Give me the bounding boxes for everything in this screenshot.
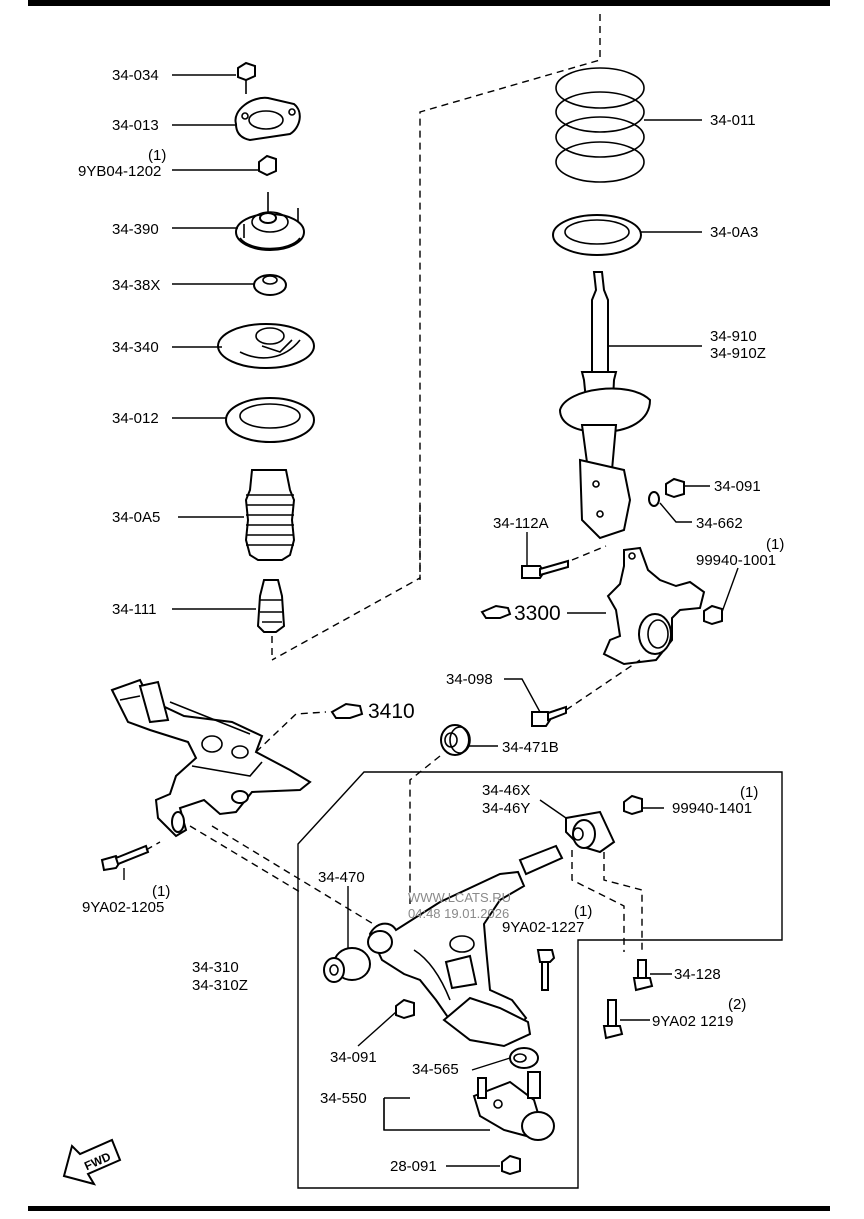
- label-34-013: 34-013: [112, 117, 159, 134]
- lower-arm-group-frame: [297, 771, 783, 1189]
- part-34-390-mount[interactable]: [235, 192, 305, 251]
- label-9ya02-1227-qty: (1): [574, 903, 592, 920]
- label-9ya02-1227: 9YA02-1227: [502, 919, 584, 936]
- part-34-340-seat[interactable]: [217, 323, 315, 369]
- top-border: [28, 0, 830, 6]
- label-9yb04-1202: 9YB04-1202: [78, 163, 161, 180]
- label-34-034: 34-034: [112, 67, 159, 84]
- label-34-310: 34-310: [192, 959, 239, 976]
- label-34-662: 34-662: [696, 515, 743, 532]
- part-3410-crossmember[interactable]: [110, 678, 312, 838]
- label-34-091-bottom: 34-091: [330, 1049, 377, 1066]
- part-34-470-bushing[interactable]: [323, 947, 371, 983]
- part-9yb04-1202-nut[interactable]: [258, 154, 277, 177]
- part-99940-1401-nut[interactable]: [623, 794, 643, 816]
- part-34-46x-bushing[interactable]: [565, 810, 616, 854]
- part-34-550-ball-joint[interactable]: [472, 1071, 555, 1141]
- label-34-565: 34-565: [412, 1061, 459, 1078]
- part-34-310-lower-arm[interactable]: [367, 844, 564, 1048]
- watermark-site: WWW.LCATS.RU: [408, 890, 511, 905]
- label-28-091: 28-091: [390, 1158, 437, 1175]
- label-9ya02-1205: 9YA02-1205: [82, 899, 164, 916]
- part-34-38x-bushing[interactable]: [253, 274, 287, 296]
- label-34-550: 34-550: [320, 1090, 367, 1107]
- label-34-471b: 34-471B: [502, 739, 559, 756]
- label-99940-1001: 99940-1001: [696, 552, 776, 569]
- part-34-013-plate[interactable]: [234, 96, 301, 142]
- callout-labels: 34-034 34-013 (1) 9YB04-1202 34-390 34-3…: [78, 67, 784, 1175]
- label-3410: 3410: [368, 700, 415, 723]
- part-9ya02-1219-bolt[interactable]: [602, 999, 624, 1040]
- label-9ya02-1205-qty: (1): [152, 883, 170, 900]
- label-34-012: 34-012: [112, 410, 159, 427]
- part-34-0a3-insulator[interactable]: [552, 214, 642, 256]
- label-34-38x: 34-38X: [112, 277, 160, 294]
- label-3300: 3300: [514, 602, 561, 625]
- label-34-011: 34-011: [710, 112, 756, 129]
- pointing-hand-icon: [480, 604, 512, 619]
- label-99940-1401: 99940-1401: [672, 800, 752, 817]
- label-34-091-top: 34-091: [714, 478, 761, 495]
- part-34-128-bolt[interactable]: [632, 959, 654, 992]
- label-34-0a3: 34-0A3: [710, 224, 758, 241]
- label-34-310z: 34-310Z: [192, 977, 248, 994]
- label-34-470: 34-470: [318, 869, 365, 886]
- label-34-128: 34-128: [674, 966, 721, 983]
- part-3300-knuckle[interactable]: [602, 546, 706, 666]
- part-34-098-bolt[interactable]: [531, 705, 567, 727]
- label-9ya02-1219-qty: (2): [728, 996, 746, 1013]
- part-34-0a5-boot[interactable]: [244, 469, 296, 561]
- part-34-091-nut-bottom[interactable]: [395, 998, 415, 1020]
- part-9ya02-1227-bolt[interactable]: [536, 949, 556, 991]
- label-34-390: 34-390: [112, 221, 159, 238]
- part-34-471b-washer[interactable]: [440, 724, 471, 756]
- label-34-0a5: 34-0A5: [112, 509, 160, 526]
- label-99940-1001-qty: (1): [766, 536, 784, 553]
- fwd-arrow-icon: FWD: [62, 1138, 122, 1186]
- part-34-112a-bolt[interactable]: [521, 559, 569, 579]
- label-9ya02-1219: 9YA02 1219: [652, 1013, 733, 1030]
- label-34-46x: 34-46X: [482, 782, 530, 799]
- label-34-46y: 34-46Y: [482, 800, 530, 817]
- label-99940-1401-qty: (1): [740, 784, 758, 801]
- part-34-565-washer[interactable]: [509, 1047, 539, 1069]
- label-34-111: 34-111: [112, 601, 156, 618]
- bottom-border: [28, 1206, 830, 1211]
- label-34-098: 34-098: [446, 671, 493, 688]
- part-34-662-washer[interactable]: [648, 491, 660, 507]
- part-28-091-nut[interactable]: [501, 1154, 521, 1176]
- part-99940-1001-nut[interactable]: [703, 604, 723, 626]
- pointing-hand-icon: [330, 702, 364, 719]
- part-34-091-nut-top[interactable]: [665, 477, 685, 499]
- part-34-910-strut[interactable]: [558, 271, 652, 540]
- part-34-034-nut[interactable]: [237, 61, 256, 94]
- label-34-340: 34-340: [112, 339, 159, 356]
- watermark-time: 04:48 19.01.2026: [408, 906, 509, 921]
- part-9ya02-1205-bolt[interactable]: [100, 844, 150, 872]
- part-34-111-bump-stop[interactable]: [256, 579, 286, 633]
- label-34-910z: 34-910Z: [710, 345, 766, 362]
- part-34-012-ring[interactable]: [225, 397, 315, 443]
- part-34-011-coil-spring[interactable]: [555, 67, 645, 183]
- label-34-910: 34-910: [710, 328, 757, 345]
- label-34-112a: 34-112A: [493, 515, 549, 532]
- label-9yb04-1202-qty: (1): [148, 147, 166, 164]
